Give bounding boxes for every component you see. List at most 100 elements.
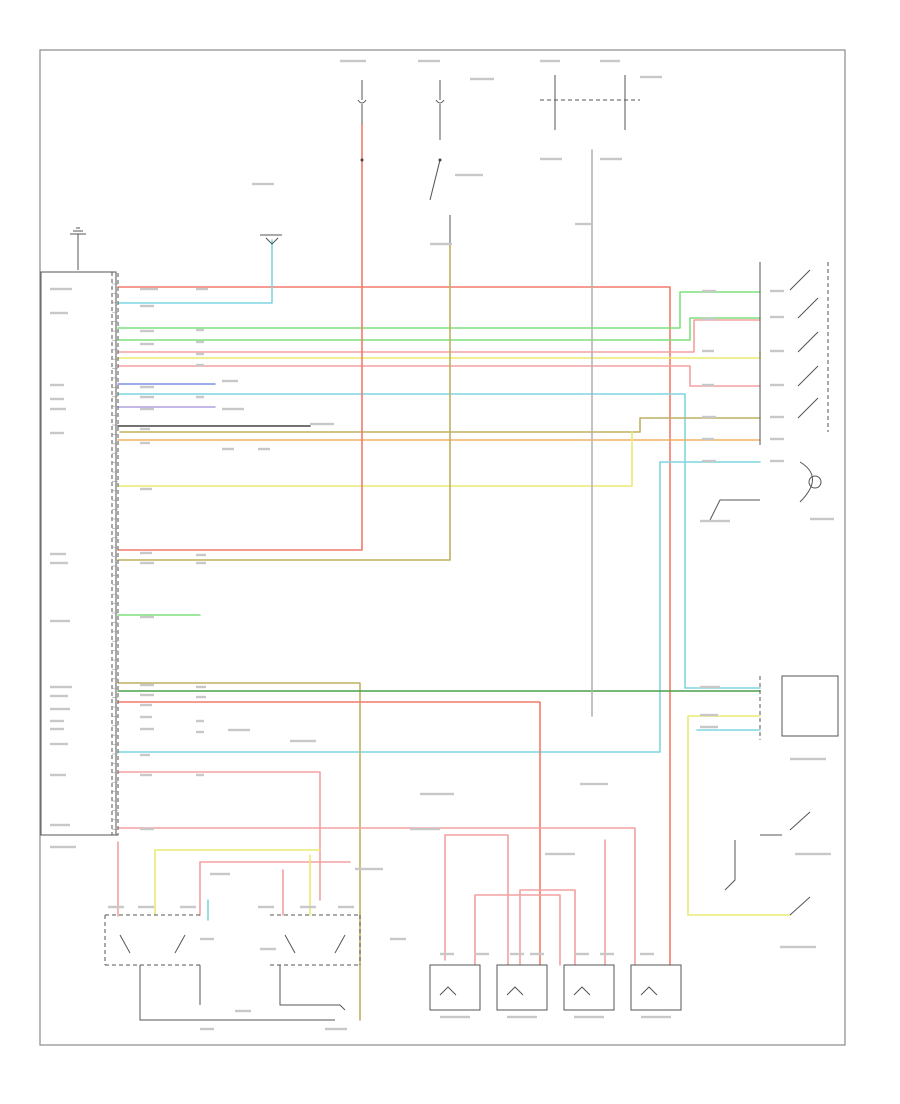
illegible-label — [140, 683, 154, 687]
illegible-label — [50, 685, 72, 689]
illegible-label — [640, 75, 662, 79]
illegible-label — [50, 397, 64, 401]
wire-olive-ign — [117, 243, 451, 561]
illegible-label — [196, 287, 208, 291]
ground-symbol — [70, 227, 86, 270]
illegible-label — [430, 242, 452, 246]
lock-switches-bottom-left — [104, 914, 361, 1021]
illegible-label — [50, 561, 68, 565]
control-module-connector — [111, 271, 119, 836]
illegible-label — [700, 519, 730, 523]
illegible-label — [770, 289, 784, 293]
illegible-label — [196, 352, 204, 356]
illegible-label — [50, 707, 70, 711]
illegible-label — [140, 287, 158, 291]
illegible-label — [795, 852, 831, 856]
illegible-label — [140, 715, 152, 719]
module-pin-rows — [112, 283, 118, 830]
illegible-label — [50, 407, 66, 411]
wire-yellow-2 — [117, 431, 633, 487]
illegible-label — [140, 407, 154, 411]
illegible-label — [140, 395, 154, 399]
wire-cyan-long — [117, 393, 761, 689]
wire-pink-low — [117, 771, 321, 901]
illegible-label — [50, 311, 68, 315]
illegible-label — [50, 845, 76, 849]
wire-group — [117, 123, 791, 1021]
wire-pink-b4 — [519, 889, 576, 966]
illegible-label — [235, 1009, 251, 1013]
illegible-label — [140, 441, 150, 445]
illegible-label — [140, 427, 150, 431]
diagram-frame — [39, 49, 846, 1046]
illegible-label — [196, 561, 206, 565]
illegible-label — [575, 222, 591, 226]
illegible-label — [640, 952, 654, 956]
illegible-label — [580, 782, 608, 786]
wire-yellow-lm — [154, 849, 321, 916]
illegible-label — [50, 619, 70, 623]
connector-right — [759, 675, 839, 740]
fuse-block-2 — [429, 80, 451, 244]
illegible-label — [50, 287, 72, 291]
motor-icon-3 — [563, 964, 615, 1011]
illegible-label — [140, 385, 154, 389]
illegible-label — [138, 905, 154, 909]
illegible-label — [440, 1015, 470, 1019]
wire-yellow-right — [687, 715, 791, 916]
illegible-label — [140, 304, 154, 308]
illegible-label — [574, 1015, 604, 1019]
illegible-label — [222, 447, 234, 451]
illegible-label — [140, 615, 154, 619]
illegible-label — [641, 1015, 671, 1019]
illegible-label — [702, 459, 716, 463]
illegible-label — [338, 905, 354, 909]
illegible-label — [200, 1027, 214, 1031]
illegible-label — [196, 363, 204, 367]
illegible-label — [196, 395, 204, 399]
illegible-label — [222, 379, 238, 383]
illegible-label — [196, 553, 206, 557]
illegible-label — [50, 431, 64, 435]
fuse-block-3 — [540, 75, 640, 130]
illegible-label — [210, 872, 230, 876]
illegible-label — [200, 937, 214, 941]
illegible-label — [770, 415, 784, 419]
illegible-label — [196, 730, 204, 734]
illegible-label — [600, 952, 614, 956]
illegible-label — [260, 947, 276, 951]
illegible-label — [770, 315, 784, 319]
wire-olive-low — [117, 682, 361, 1021]
wire-pink-b3 — [474, 894, 561, 966]
illegible-label — [700, 685, 720, 689]
motor-icon-4 — [630, 964, 682, 1011]
illegible-label — [702, 289, 716, 293]
illegible-label — [310, 422, 334, 426]
illegible-label — [355, 867, 383, 871]
wire-cyan-down — [117, 461, 661, 753]
illegible-label — [196, 719, 204, 723]
wire-pink-1 — [117, 319, 761, 353]
illegible-label — [770, 349, 784, 353]
illegible-label — [140, 329, 154, 333]
connector-cyan-top — [260, 234, 282, 245]
illegible-label — [258, 905, 274, 909]
illegible-label — [140, 827, 154, 831]
wire-green-1 — [117, 291, 761, 329]
wire-yellow-1 — [117, 351, 761, 359]
fuse-block-1 — [357, 80, 367, 162]
illegible-label — [258, 447, 270, 451]
illegible-label — [290, 739, 316, 743]
illegible-label — [50, 719, 64, 723]
illegible-label — [50, 823, 70, 827]
illegible-label — [475, 952, 489, 956]
illegible-label — [700, 725, 718, 729]
illegible-label — [702, 383, 714, 387]
illegible-label — [50, 383, 64, 387]
illegible-label — [418, 59, 440, 63]
illegible-label — [196, 328, 204, 332]
illegible-label — [140, 703, 152, 707]
illegible-label — [180, 905, 196, 909]
illegible-label — [600, 157, 622, 161]
illegible-label — [507, 1015, 537, 1019]
